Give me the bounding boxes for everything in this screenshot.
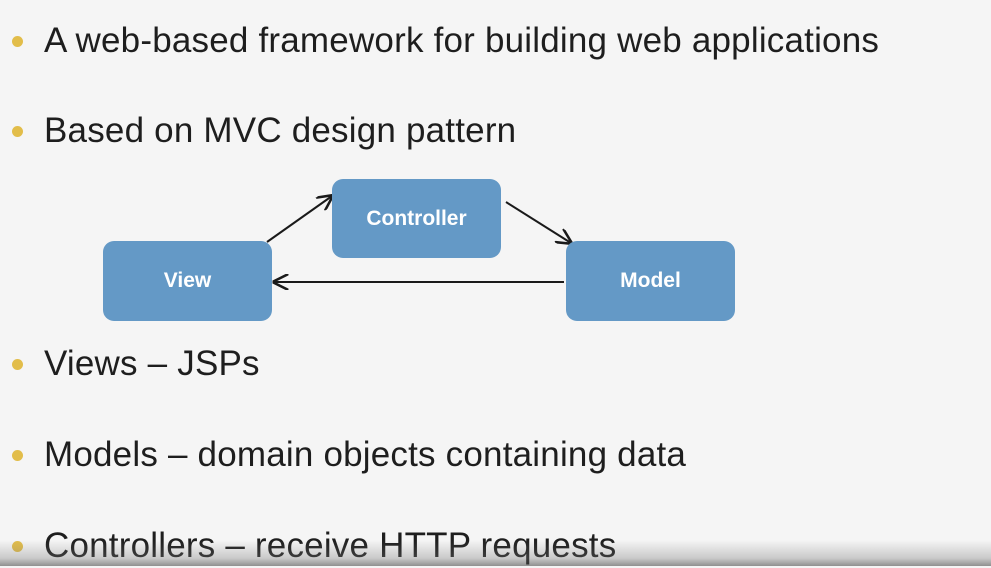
bullet-dot-icon bbox=[12, 449, 23, 461]
bullet-item: Views – JSPs bbox=[12, 342, 260, 386]
controller-label: Controller bbox=[366, 206, 467, 230]
bullet-text: Views – JSPs bbox=[44, 344, 260, 383]
view-label: View bbox=[163, 269, 212, 292]
arrow-controller-to-model bbox=[505, 201, 571, 243]
bullet-dot-icon bbox=[12, 540, 23, 552]
bullet-item: A web-based framework for building web a… bbox=[12, 19, 879, 63]
controller-box: Controller bbox=[332, 179, 501, 258]
model-label: Model bbox=[620, 269, 681, 292]
bullet-item: Controllers – receive HTTP requests bbox=[12, 524, 616, 568]
bullet-text: Controllers – receive HTTP requests bbox=[44, 526, 617, 565]
bullet-text: Models – domain objects containing data bbox=[44, 435, 687, 474]
bullet-item: Based on MVC design pattern bbox=[12, 109, 516, 153]
bullet-dot-icon bbox=[12, 35, 23, 47]
model-box: Model bbox=[566, 241, 735, 321]
bullet-item: Models – domain objects containing data bbox=[12, 433, 686, 477]
bullet-dot-icon bbox=[12, 125, 23, 137]
bullet-text: Based on MVC design pattern bbox=[44, 111, 517, 150]
bullet-text: A web-based framework for building web a… bbox=[44, 21, 880, 60]
view-box: View bbox=[103, 241, 272, 321]
arrow-view-to-controller bbox=[266, 196, 332, 243]
bullet-dot-icon bbox=[12, 358, 23, 370]
